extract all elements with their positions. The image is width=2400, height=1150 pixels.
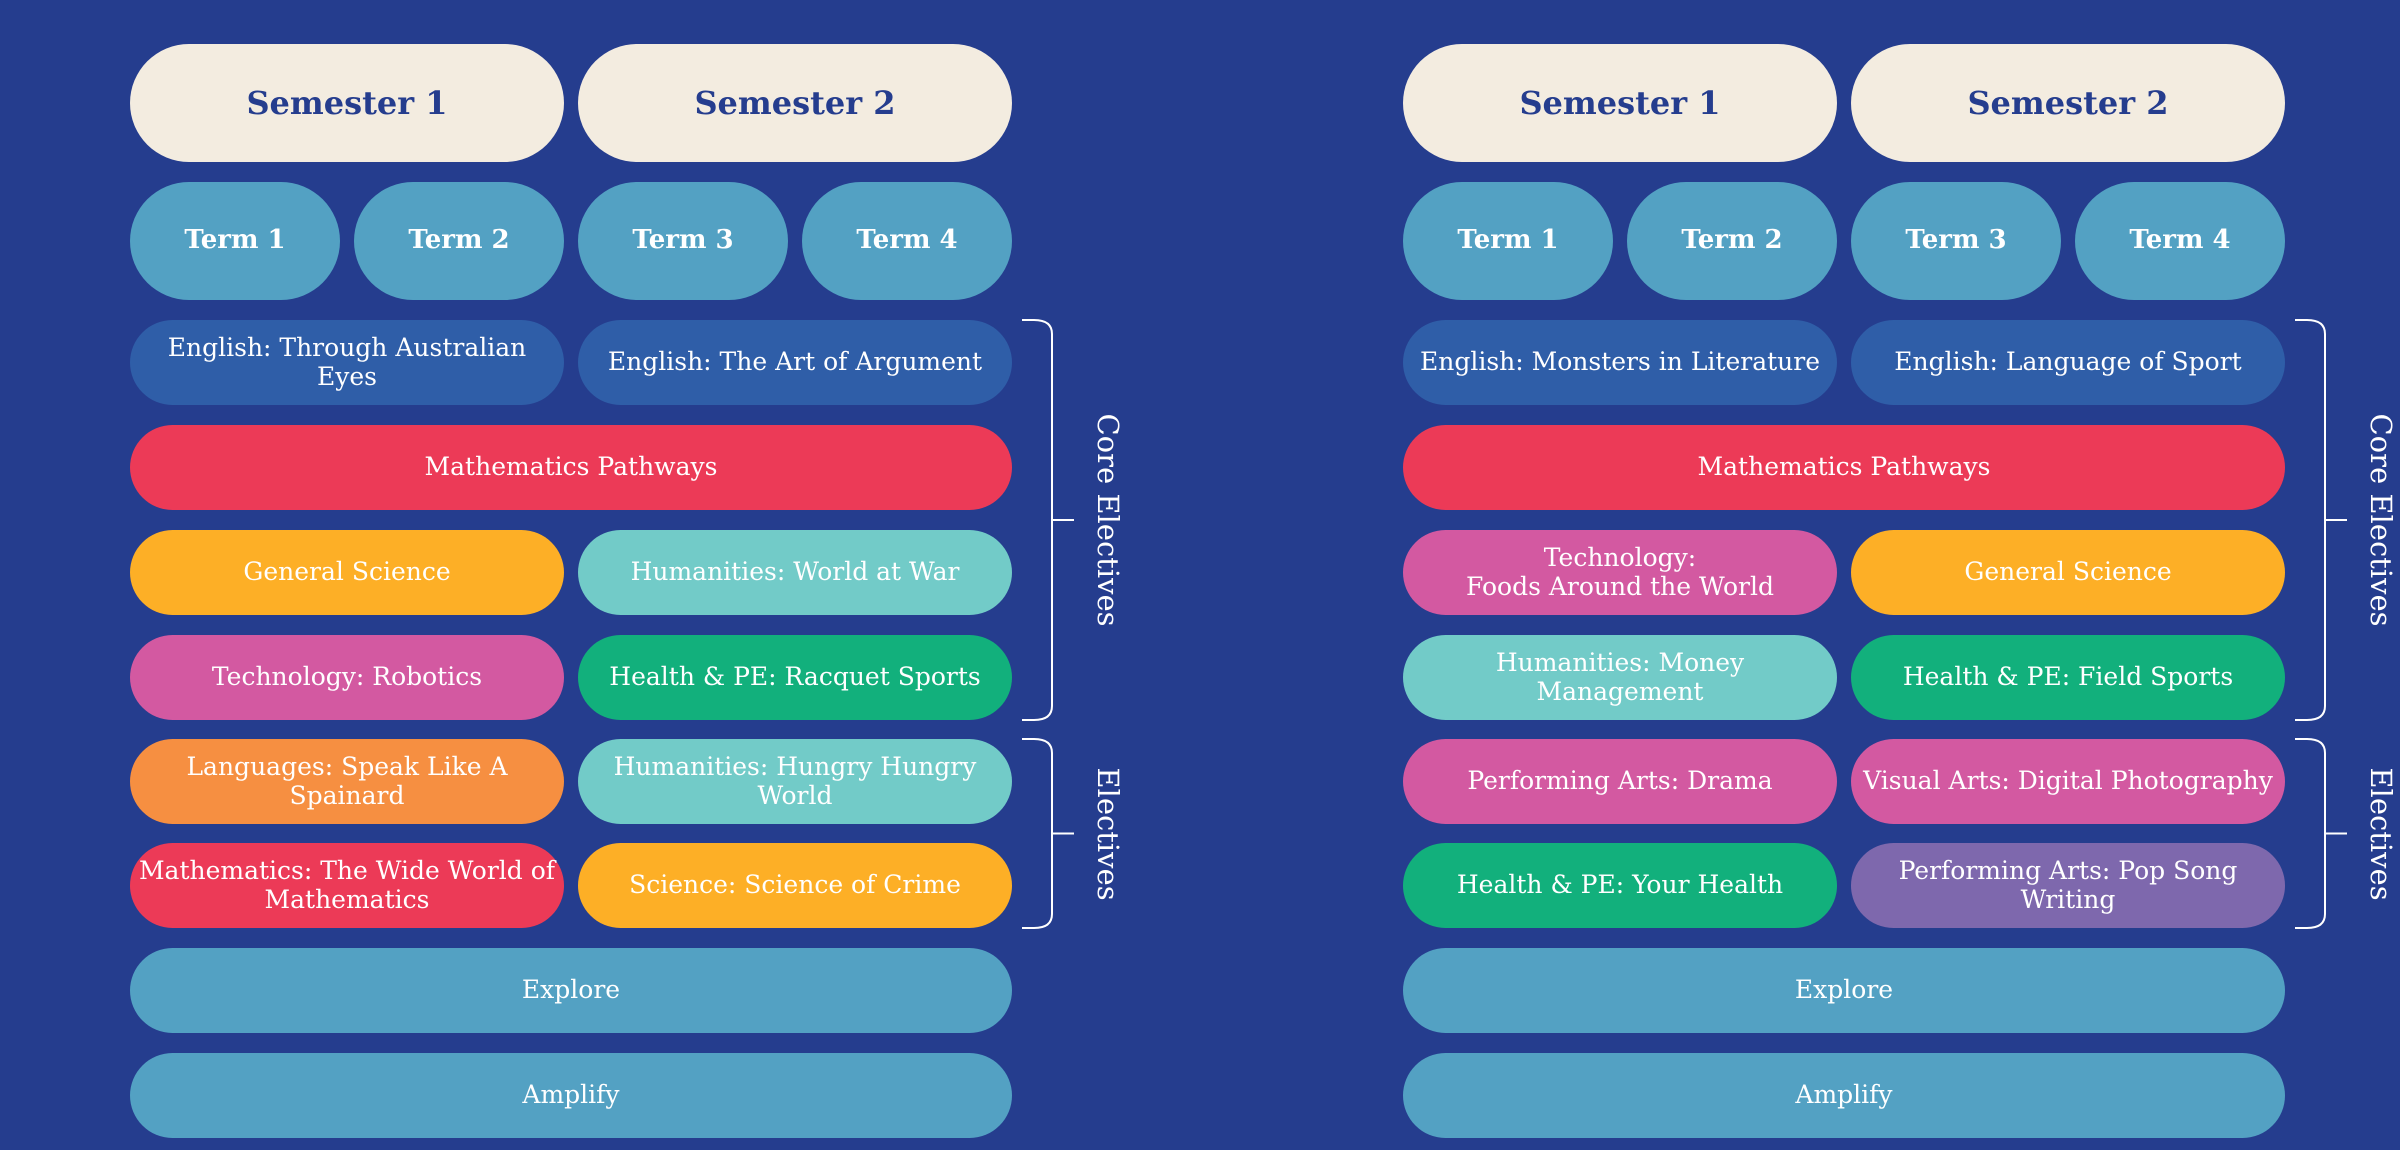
term-header-2: Term 2 bbox=[1627, 182, 1837, 300]
subject-explore: Explore bbox=[1403, 948, 2285, 1033]
subject-english-monsters-in-literature: English: Monsters in Literature bbox=[1403, 320, 1837, 405]
subject-amplify: Amplify bbox=[130, 1053, 1012, 1138]
subject-mathematics-pathways: Mathematics Pathways bbox=[1403, 425, 2285, 510]
core-electives-label: Core Electives bbox=[1091, 413, 1125, 627]
subject-mathematics-pathways: Mathematics Pathways bbox=[130, 425, 1012, 510]
subject-languages-speak-like-a-spainard: Languages: Speak Like A Spainard bbox=[130, 739, 564, 824]
term-header-1: Term 1 bbox=[1403, 182, 1613, 300]
term-header-3: Term 3 bbox=[578, 182, 788, 300]
term-header-4: Term 4 bbox=[2075, 182, 2285, 300]
subject-general-science: General Science bbox=[1851, 530, 2285, 615]
subject-health-pe-your-health: Health & PE: Your Health bbox=[1403, 843, 1837, 928]
core-electives-label: Core Electives bbox=[2364, 413, 2398, 627]
term-header-2: Term 2 bbox=[354, 182, 564, 300]
subject-visual-arts-digital-photography: Visual Arts: Digital Photography bbox=[1851, 739, 2285, 824]
electives-brace bbox=[1022, 738, 1074, 929]
semester-header-2: Semester 2 bbox=[1851, 44, 2285, 162]
subject-english-language-of-sport: English: Language of Sport bbox=[1851, 320, 2285, 405]
electives-brace bbox=[2295, 738, 2347, 929]
term-header-4: Term 4 bbox=[802, 182, 1012, 300]
semester-header-2: Semester 2 bbox=[578, 44, 1012, 162]
subject-humanities-money-management: Humanities: Money Management bbox=[1403, 635, 1837, 720]
subject-mathematics-the-wide-world-of-mathematics: Mathematics: The Wide World of Mathemati… bbox=[130, 843, 564, 928]
subject-english-through-australian-eyes: English: Through Australian Eyes bbox=[130, 320, 564, 405]
subject-technology-robotics: Technology: Robotics bbox=[130, 635, 564, 720]
subject-english-the-art-of-argument: English: The Art of Argument bbox=[578, 320, 1012, 405]
subject-amplify: Amplify bbox=[1403, 1053, 2285, 1138]
subject-technology-foods-around-the-world: Technology: Foods Around the World bbox=[1403, 530, 1837, 615]
semester-header-1: Semester 1 bbox=[130, 44, 564, 162]
subject-humanities-hungry-hungry-world: Humanities: Hungry Hungry World bbox=[578, 739, 1012, 824]
subject-humanities-world-at-war: Humanities: World at War bbox=[578, 530, 1012, 615]
subject-health-pe-field-sports: Health & PE: Field Sports bbox=[1851, 635, 2285, 720]
core-electives-brace bbox=[1022, 319, 1074, 721]
subject-performing-arts-pop-song-writing: Performing Arts: Pop Song Writing bbox=[1851, 843, 2285, 928]
core-electives-brace bbox=[2295, 319, 2347, 721]
subject-explore: Explore bbox=[130, 948, 1012, 1033]
semester-header-1: Semester 1 bbox=[1403, 44, 1837, 162]
subject-performing-arts-drama: Performing Arts: Drama bbox=[1403, 739, 1837, 824]
subject-general-science: General Science bbox=[130, 530, 564, 615]
subject-science-science-of-crime: Science: Science of Crime bbox=[578, 843, 1012, 928]
term-header-1: Term 1 bbox=[130, 182, 340, 300]
subject-health-pe-racquet-sports: Health & PE: Racquet Sports bbox=[578, 635, 1012, 720]
electives-label: Electives bbox=[1091, 767, 1125, 901]
term-header-3: Term 3 bbox=[1851, 182, 2061, 300]
electives-label: Electives bbox=[2364, 767, 2398, 901]
